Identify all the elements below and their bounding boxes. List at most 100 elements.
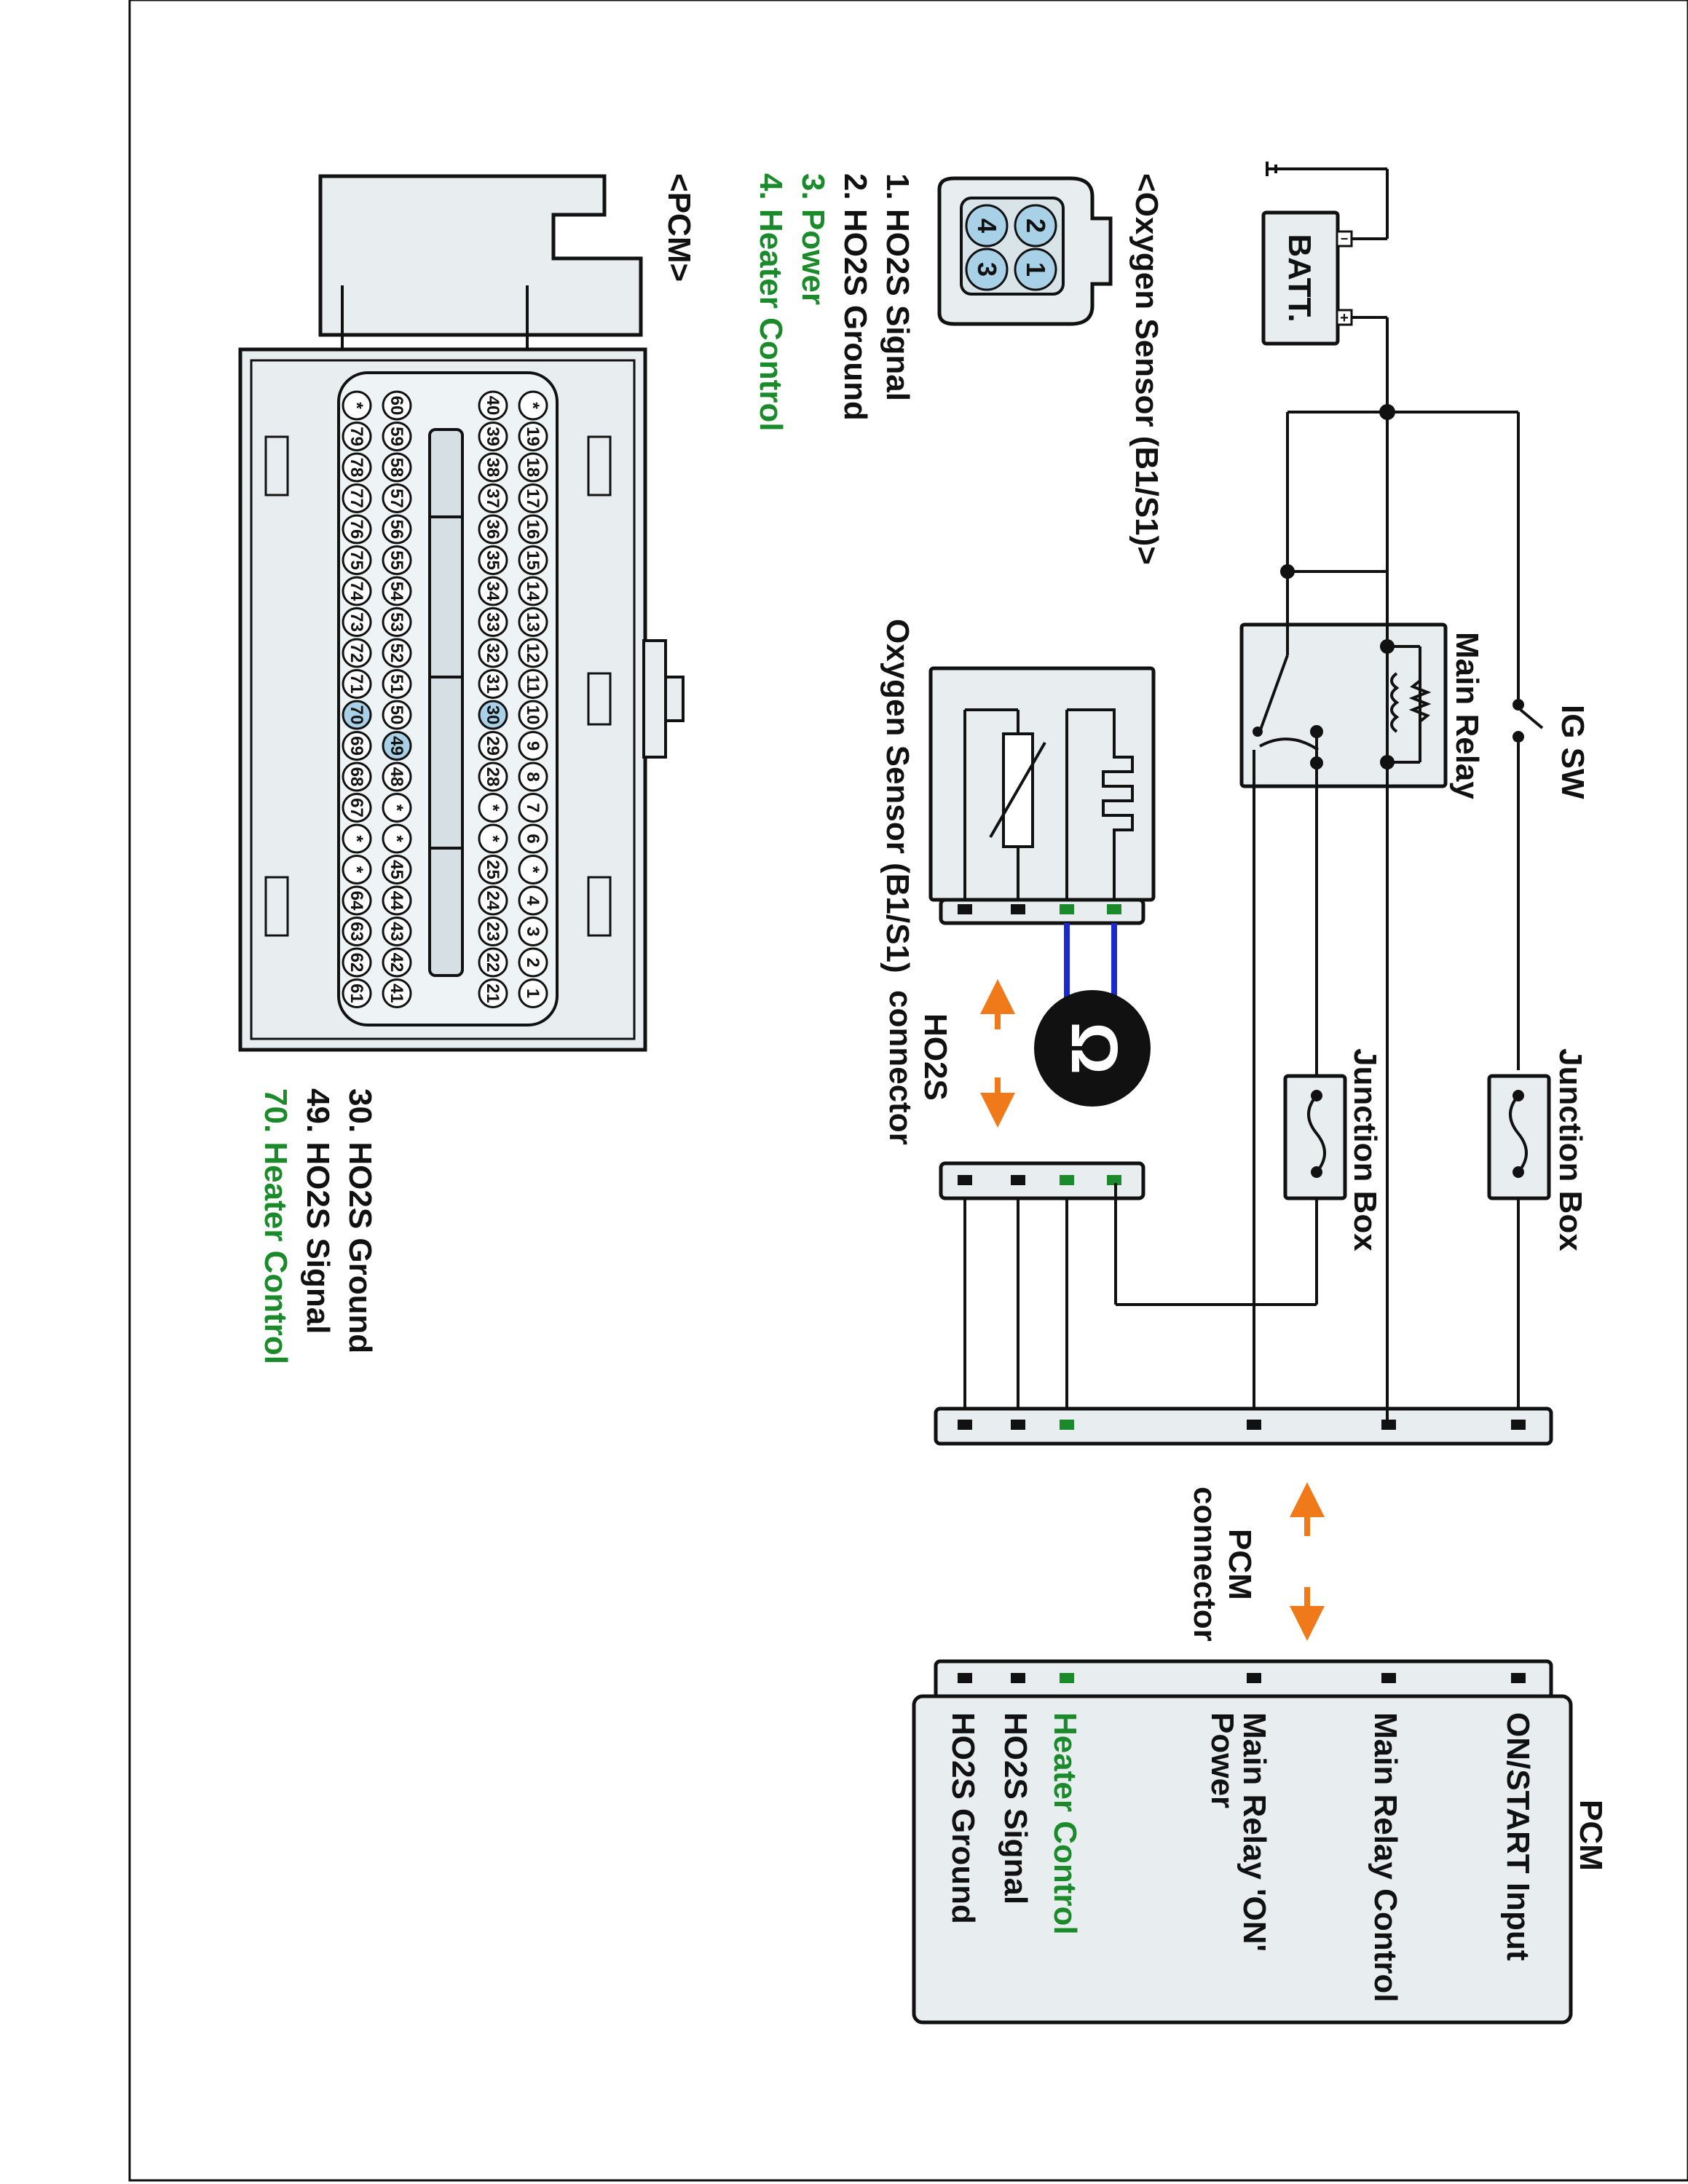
pcm-pin-circle	[342, 483, 372, 513]
pcm-pin-circle	[382, 823, 412, 854]
pcm-pin-circle	[478, 638, 508, 668]
pcm-pin-label: 35	[483, 550, 502, 570]
pcm-pin-label: 63	[347, 922, 366, 941]
oxygen-sensor-block: Oxygen Sensor (B1/S1)	[880, 619, 1156, 973]
pcm-pin-circle	[518, 638, 548, 668]
pcm-pin-circle	[342, 947, 372, 978]
junction-box-2: Junction Box	[1114, 1034, 1383, 1306]
pcm-pin-main-relay-control: Main Relay Control	[1368, 1712, 1403, 2003]
pcm-pin-label: 33	[483, 612, 502, 632]
pcm-pin-circle	[478, 669, 508, 699]
pcm-pin-label: 70	[347, 705, 366, 725]
pcm-pin-label: 51	[387, 674, 406, 694]
pcm-pin-label: 55	[387, 550, 406, 570]
pcm-pin-label: 19	[523, 427, 543, 446]
pcm-pin-label: 64	[347, 891, 366, 911]
pcm-pin-label: 39	[483, 427, 502, 446]
pcm-pin-label: 10	[523, 705, 543, 725]
pcm-pin-label: 29	[483, 736, 502, 756]
pcm-pin-circle	[382, 390, 412, 421]
pcm-pin-label: 69	[347, 736, 366, 756]
pcm-pin-label: 75	[347, 550, 366, 570]
pcm-pin-label: 67	[347, 798, 366, 818]
o2-legend-3: 3. Power	[795, 173, 831, 305]
pcm-pin-circle	[518, 761, 548, 792]
battery-plus-sign: +	[1340, 310, 1349, 326]
pcm-pin-label: 36	[483, 520, 502, 539]
pcm-pin-label: 74	[347, 582, 366, 601]
pcm-pin-circle	[478, 483, 508, 513]
pcm-pin-label: 72	[347, 644, 366, 663]
pcm-pin-label: 23	[483, 922, 502, 941]
pcm-pin-label: 30	[483, 705, 502, 725]
pcm-pin-label: 1	[523, 989, 543, 998]
pcm-pin-label: 68	[347, 767, 366, 787]
pcm-pin-circle	[478, 885, 508, 916]
pcm-pin-circle	[518, 700, 548, 730]
pcm-pin-label: 32	[483, 644, 502, 663]
ho2s-connector-label-2: connector	[883, 990, 918, 1145]
pcm-pin-circle	[382, 638, 412, 668]
ho2s-connector-icon: Ω	[1057, 1022, 1130, 1075]
pcm-pin-label: 38	[483, 458, 502, 478]
pcm-pin-circle	[478, 731, 508, 761]
pcm-pin-label: 59	[387, 427, 406, 446]
pcm-pin-circle	[342, 607, 372, 637]
pcm-pin-circle	[518, 452, 548, 483]
pcm-pin-label: *	[483, 804, 502, 812]
pcm-pin-label: 17	[523, 488, 543, 508]
pcm-pin-circle	[478, 607, 508, 637]
pcm-pin-circle	[382, 607, 412, 637]
pcm-connector-label-2: connector	[1187, 1487, 1223, 1642]
pcm-block: PCM ON/START Input Main Relay Control Ma…	[912, 1659, 1609, 2025]
pcm-pin-main-relay-on-2: Power	[1204, 1712, 1240, 1808]
pcm-pin-circle	[478, 700, 508, 730]
pcm-pin-circle	[342, 700, 372, 730]
pcm-legend-49: 49. HO2S Signal	[300, 1088, 336, 1334]
battery-feed-wires	[1286, 317, 1520, 684]
pcm-pin-label: 78	[347, 458, 366, 478]
pcm-pin-label: *	[523, 402, 543, 409]
pcm-legend-70: 70. Heater Control	[258, 1088, 293, 1364]
pcm-pin-label: 21	[483, 984, 502, 1003]
junction-box-1-label: Junction Box	[1553, 1048, 1588, 1251]
pcm-pin-circle	[342, 390, 372, 421]
pcm-pin-circle	[478, 793, 508, 823]
pcm-pin-circle	[478, 452, 508, 483]
pcm-pin-label: 71	[347, 674, 366, 694]
ho2s-mating-connector	[939, 1161, 1145, 1420]
pcm-pin-circle	[478, 761, 508, 792]
pcm-pin-label: 76	[347, 520, 366, 539]
pcm-pin-label: 24	[483, 891, 502, 911]
pcm-pin-circle	[382, 885, 412, 916]
pcm-pin-label: 77	[347, 488, 366, 508]
pcm-pin-circle	[382, 545, 412, 575]
pcm-pin-label: 43	[387, 922, 406, 941]
pcm-pin-circle	[518, 731, 548, 761]
battery-minus-sign: −	[1341, 232, 1349, 246]
pcm-pin-circle	[342, 514, 372, 545]
pcm-pin-circle	[478, 917, 508, 946]
pcm-pin-label: 12	[523, 644, 543, 663]
pcm-pin-label: 57	[387, 488, 406, 508]
pcm-pin-label: 52	[387, 644, 406, 663]
pcm-pin-label: 6	[523, 834, 543, 843]
pcm-pin-label: 60	[387, 396, 406, 416]
pcm-pin-circle	[342, 545, 372, 575]
pcm-pin-circle	[518, 917, 548, 946]
pcm-pin-label: 28	[483, 767, 502, 787]
o2-face-title: <Oxygen Sensor (B1/S1)>	[1129, 173, 1164, 565]
pcm-pin-circle	[518, 823, 548, 854]
pcm-pin-label: 41	[387, 984, 406, 1003]
pcm-pin-circle	[478, 390, 508, 421]
o2-connector-face: <Oxygen Sensor (B1/S1)> 1 2 3 4 1. HO2S …	[753, 173, 1164, 565]
o2-legend-4: 4. Heater Control	[753, 173, 789, 432]
pcm-pin-label: 8	[523, 772, 543, 781]
pcm-pin-label: 48	[387, 767, 406, 787]
pcm-pin-label: 4	[523, 895, 543, 906]
pcm-pin-circle	[342, 793, 372, 823]
o2-face-pin-4: 4	[972, 218, 1002, 233]
main-relay-label: Main Relay	[1449, 632, 1485, 799]
oxygen-sensor-label: Oxygen Sensor (B1/S1)	[880, 619, 915, 973]
pcm-pin-label: *	[347, 835, 366, 842]
